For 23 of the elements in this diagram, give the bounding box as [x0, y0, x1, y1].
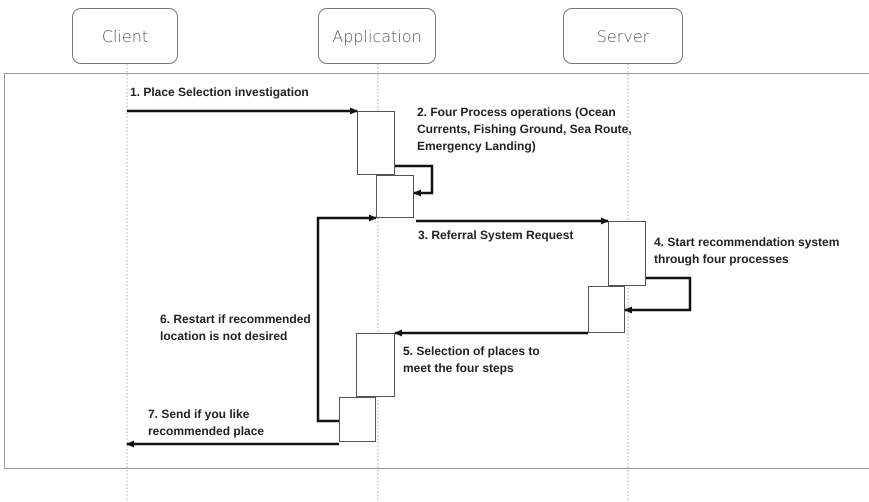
activation-bar: [357, 111, 395, 175]
message-label: 1. Place Selection investigation: [130, 84, 310, 101]
participant-box: Application: [318, 8, 436, 64]
message-label: 5. Selection of places to meet the four steps: [403, 343, 541, 377]
message-label: 7. Send if you like recommended place: [148, 406, 266, 440]
message-arrow: [395, 164, 434, 196]
message-arrow: [416, 218, 609, 224]
activation-bar: [588, 286, 625, 333]
activation-bar: [356, 333, 395, 397]
message-arrow: [624, 276, 692, 314]
message-arrow: [127, 108, 358, 114]
message-label: 6. Restart if recommended location is not desired: [160, 311, 312, 345]
message-label: 4. Start recommendation system through four processes: [654, 234, 840, 268]
activation-bar: [376, 175, 414, 218]
message-label: 3. Referral System Request: [418, 227, 574, 244]
message-arrow: [126, 440, 339, 448]
message-label: 2. Four Process operations (Ocean Currents, Fishing Ground, Sea Route, Emergency Landing): [417, 104, 633, 155]
activation-bar: [608, 221, 646, 286]
message-arrow: [394, 330, 588, 336]
participant-box: Server: [563, 8, 683, 64]
participant-box: Client: [72, 8, 178, 64]
activation-bar: [339, 397, 376, 442]
message-arrow: [316, 214, 377, 422]
